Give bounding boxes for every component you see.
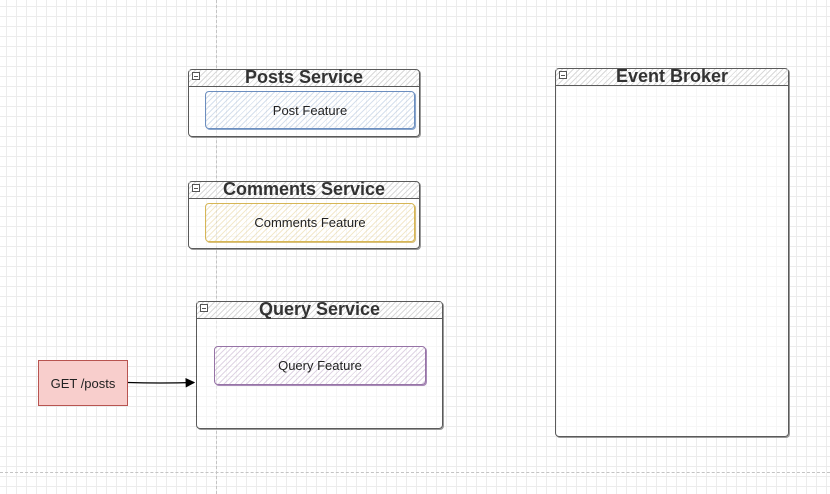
query-feature-box[interactable]: Query Feature [214, 346, 426, 385]
comments-feature-label: Comments Feature [254, 215, 366, 230]
posts-service-title: Posts Service [244, 67, 364, 87]
event-broker-container[interactable]: Event Broker [555, 66, 789, 437]
query-service-container[interactable]: Query Service Query Feature [196, 299, 443, 429]
event-broker-title: Event Broker [615, 66, 729, 86]
event-broker-header[interactable]: Event Broker [556, 66, 788, 86]
comments-feature-box[interactable]: Comments Feature [205, 203, 415, 242]
posts-service-header[interactable]: Posts Service [189, 67, 419, 87]
query-service-header[interactable]: Query Service [197, 299, 442, 319]
collapse-icon[interactable] [192, 184, 200, 192]
collapse-icon[interactable] [200, 304, 208, 312]
query-service-title: Query Service [258, 299, 381, 319]
comments-service-container[interactable]: Comments Service Comments Feature [188, 179, 420, 249]
arrow-connector[interactable] [127, 377, 196, 388]
collapse-icon[interactable] [192, 72, 200, 80]
posts-service-container[interactable]: Posts Service Post Feature [188, 67, 420, 137]
post-feature-label: Post Feature [272, 102, 348, 118]
get-posts-request-box[interactable]: GET /posts [38, 360, 128, 406]
post-feature-box[interactable]: Post Feature [205, 91, 415, 129]
comments-service-header[interactable]: Comments Service [189, 179, 419, 199]
get-posts-label: GET /posts [50, 375, 116, 391]
comments-service-title: Comments Service [222, 179, 386, 199]
query-feature-label: Query Feature [278, 358, 362, 373]
horizontal-guide-line [0, 472, 830, 473]
collapse-icon[interactable] [559, 71, 567, 79]
